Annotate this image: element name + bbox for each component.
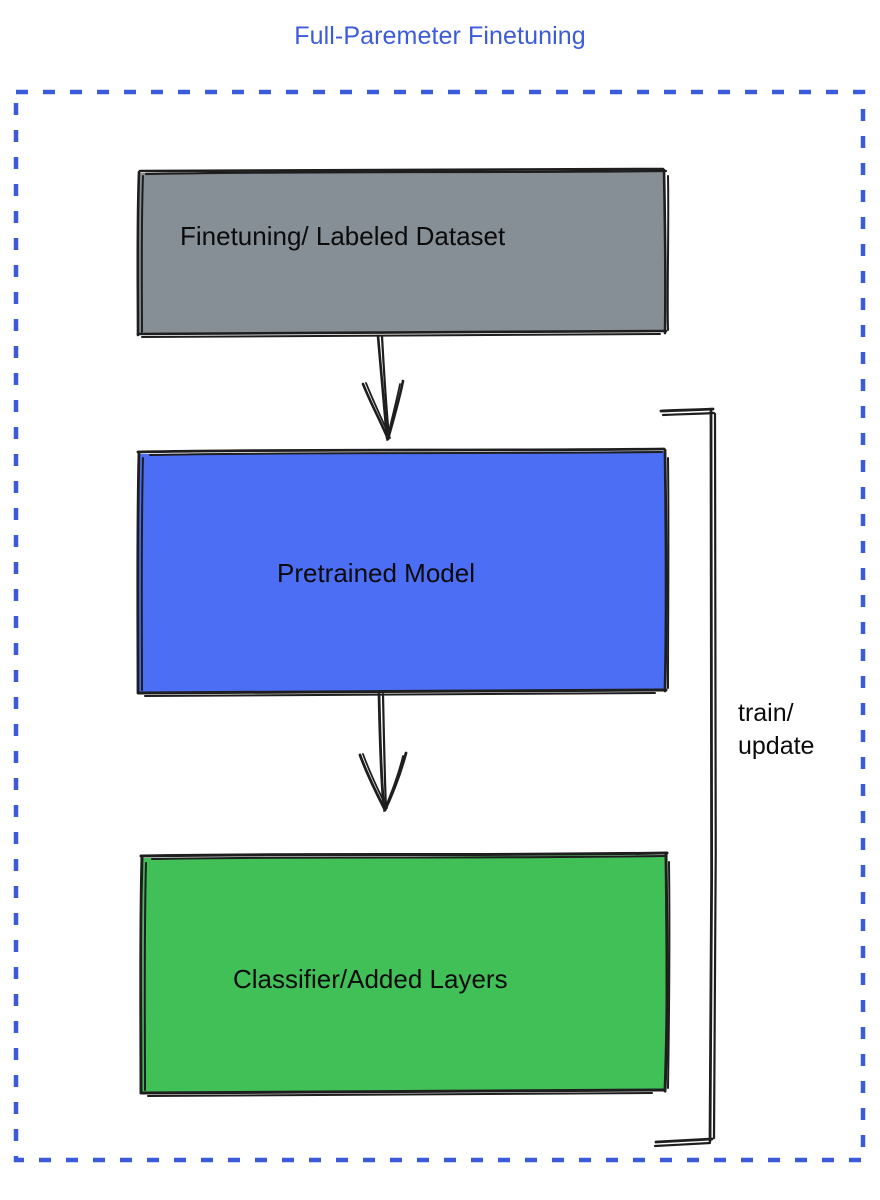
node-pretrained-edge-bottom-a [137, 688, 668, 695]
node-dataset-edge-top-b [144, 169, 668, 176]
node-classifier-edge-top-b [151, 855, 665, 860]
node-pretrained-edge-right-a [663, 448, 668, 693]
node-dataset-edge-right-b [666, 175, 670, 331]
node-dataset-edge-bottom-b [141, 333, 661, 338]
edge-pretrained-to-classifier [358, 692, 408, 812]
edge-feedback-loop-label: train/ update [738, 699, 815, 760]
node-dataset[interactable] [136, 167, 670, 338]
node-dataset-edge-left-b [140, 175, 144, 333]
edge-feedback-loop [653, 407, 718, 1148]
node-classifier-edge-right-b [667, 861, 671, 1089]
node-pretrained[interactable] [136, 447, 670, 697]
node-classifier-edge-left-a [139, 855, 144, 1095]
node-dataset-edge-left-a [136, 170, 141, 337]
node-pretrained-fill [139, 451, 666, 692]
node-dataset-edge-bottom-a [136, 329, 668, 336]
page-title: Full-Paremeter Finetuning [294, 22, 586, 50]
node-classifier-edge-bottom-a [140, 1088, 667, 1095]
node-pretrained-edge-bottom-b [144, 692, 656, 697]
node-classifier-edge-right-a [663, 852, 669, 1093]
node-pretrained-edge-left-a [136, 450, 141, 695]
node-dataset-edge-top-a [138, 167, 665, 173]
node-pretrained-edge-top-b [149, 451, 663, 456]
node-classifier-fill [142, 855, 666, 1092]
node-dataset-edge-right-a [662, 168, 667, 335]
node-classifier-edge-left-b [143, 862, 147, 1091]
edge-dataset-to-pretrained [361, 334, 405, 441]
node-dataset-fill [138, 171, 666, 334]
node-classifier[interactable] [139, 851, 671, 1097]
node-classifier-edge-bottom-b [147, 1092, 653, 1097]
node-pretrained-edge-left-b [140, 457, 144, 691]
node-pretrained-edge-top-a [136, 447, 666, 454]
dashed-frame [13, 89, 866, 1163]
node-classifier-edge-top-a [139, 851, 669, 858]
